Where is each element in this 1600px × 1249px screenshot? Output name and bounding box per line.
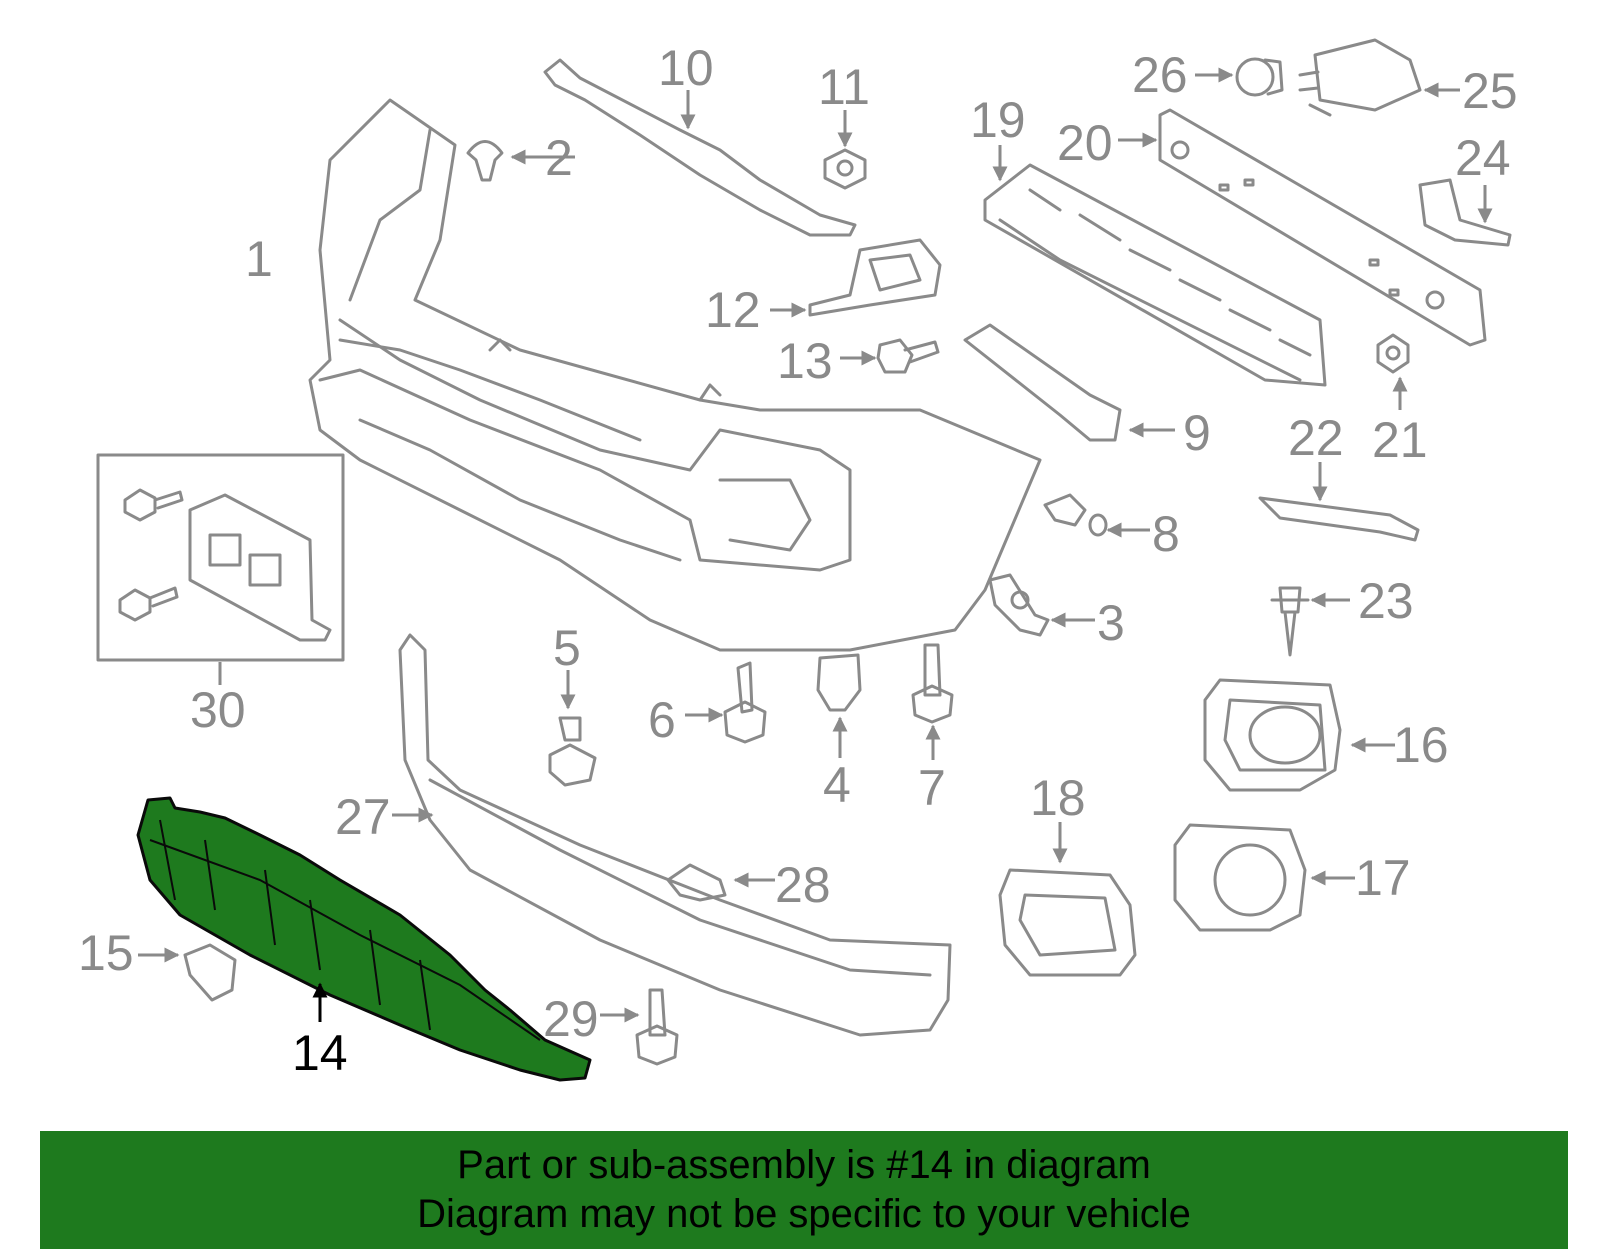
- part-24-bracket: [1418, 178, 1512, 247]
- part-20-reinforcement: [1118, 108, 1487, 347]
- part-15-clip: [138, 943, 237, 1002]
- callout-13: 13: [777, 333, 833, 389]
- callout-9: 9: [1183, 405, 1211, 461]
- part-7-bolt: [911, 643, 954, 760]
- part-22-bracket: [1258, 462, 1420, 542]
- part-18-fog-frame: [998, 822, 1137, 977]
- callout-12: 12: [705, 282, 761, 338]
- callout-18: 18: [1030, 770, 1086, 826]
- callout-14: 14: [292, 1025, 348, 1081]
- callout-8: 8: [1152, 506, 1180, 562]
- callout-22: 22: [1288, 410, 1344, 466]
- callout-10: 10: [658, 40, 714, 96]
- callout-2: 2: [545, 130, 573, 186]
- callout-20: 20: [1057, 115, 1113, 171]
- part-2-push-clip: [466, 140, 575, 182]
- callout-21: 21: [1372, 412, 1428, 468]
- callout-6: 6: [648, 692, 676, 748]
- part-27-lower-support: [392, 633, 952, 1037]
- callout-4: 4: [823, 757, 851, 813]
- part-30-bracket-kit: [96, 453, 345, 685]
- part-9-bracket: [963, 323, 1175, 442]
- callout-5: 5: [553, 620, 581, 676]
- callout-30: 30: [190, 682, 246, 738]
- part-5-stud: [548, 670, 597, 787]
- part-28-nut-clip: [666, 863, 775, 902]
- callout-7: 7: [918, 760, 946, 816]
- part-21-nut: [1376, 333, 1410, 410]
- footer-line-1: Part or sub-assembly is #14 in diagram: [457, 1143, 1151, 1187]
- part-17-fog-bezel: [1173, 823, 1355, 932]
- part-8-clip: [1043, 493, 1150, 538]
- callout-1: 1: [245, 231, 273, 287]
- part-1-bumper-cover: [308, 98, 1042, 652]
- part-6-bolt: [685, 661, 767, 744]
- callout-28: 28: [775, 857, 831, 913]
- part-25-sensor: [1298, 38, 1460, 117]
- callout-26: 26: [1132, 47, 1188, 103]
- part-12-bracket: [770, 238, 942, 318]
- part-11-nut: [823, 110, 867, 190]
- callout-labels: 1 2 3 4 5 6 7 8 9 10 11 12 13 14 15 16 1…: [78, 40, 1518, 1081]
- part-13-bolt: [840, 338, 940, 374]
- part-4-clip: [816, 653, 862, 758]
- part-23-rivet: [1270, 586, 1350, 657]
- callout-17: 17: [1355, 850, 1411, 906]
- part-26-sensor: [1195, 57, 1284, 97]
- part-10-upper-retainer: [543, 58, 857, 237]
- callout-15: 15: [78, 925, 134, 981]
- callout-23: 23: [1358, 573, 1414, 629]
- part-3-clip: [988, 573, 1095, 637]
- callout-25: 25: [1462, 63, 1518, 119]
- part-14-lower-valance-highlighted: [136, 796, 592, 1082]
- footer-banner: Part or sub-assembly is #14 in diagram D…: [40, 1131, 1568, 1249]
- callout-29: 29: [543, 991, 599, 1047]
- part-16-fog-cover: [1203, 678, 1395, 792]
- callout-19: 19: [970, 92, 1026, 148]
- callout-3: 3: [1097, 595, 1125, 651]
- part-19-energy-absorber: [983, 145, 1327, 387]
- callout-24: 24: [1455, 130, 1511, 186]
- footer-line-2: Diagram may not be specific to your vehi…: [417, 1192, 1191, 1236]
- callout-11: 11: [818, 59, 870, 115]
- callout-16: 16: [1393, 717, 1449, 773]
- part-29-bolt: [600, 988, 679, 1066]
- callout-27: 27: [335, 789, 391, 845]
